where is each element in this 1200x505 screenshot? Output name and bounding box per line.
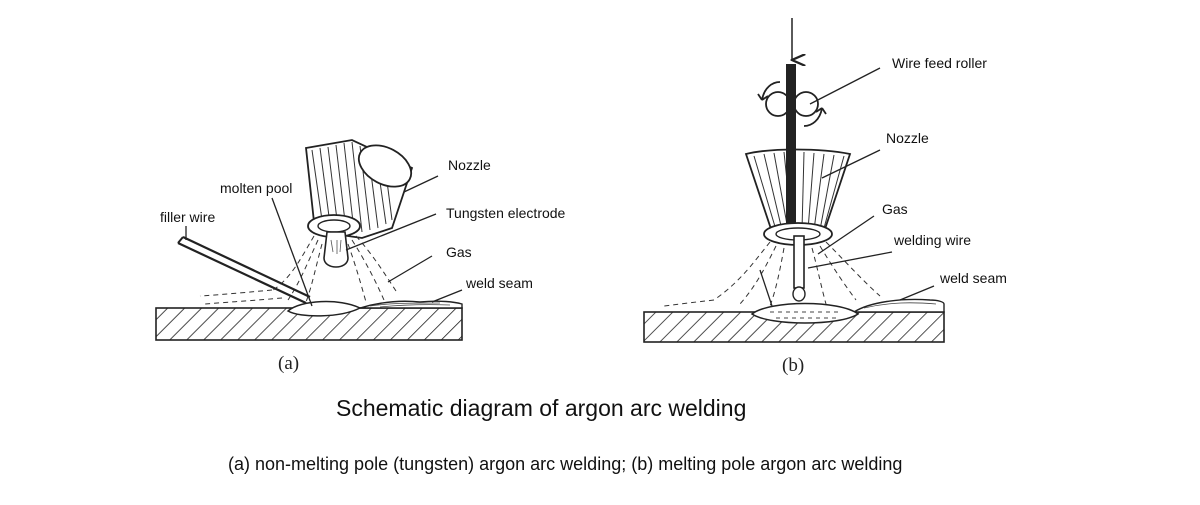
tungsten-electrode-a [323, 231, 349, 268]
diagram-a [155, 139, 463, 341]
leaders-b [759, 67, 935, 307]
diagram-title: Schematic diagram of argon arc welding [336, 395, 747, 421]
diagram-b [643, 18, 945, 343]
nozzle-a [305, 139, 414, 239]
label-nozzle-b: Nozzle [886, 130, 929, 146]
filler-wire-a [177, 236, 311, 304]
welding-wire-upper [786, 64, 796, 156]
label-welding-wire-b: welding wire [894, 232, 972, 248]
diagram-caption: (a) non-melting pole (tungsten) argon ar… [228, 454, 903, 474]
gas-flow-b [663, 241, 881, 307]
base-plate-b [643, 298, 945, 343]
sublabel-a: (a) [278, 353, 300, 374]
label-gas-b: Gas [882, 201, 908, 217]
label-gas-a: Gas [446, 244, 472, 260]
label-filler-wire-a: filler wire [160, 209, 216, 225]
leaders-a [185, 175, 463, 307]
label-molten-pool-a: molten pool [220, 180, 293, 196]
label-weld-seam-b: weld seam [940, 270, 1007, 286]
nozzle-b [744, 148, 852, 246]
label-weld-seam-a: weld seam [466, 275, 533, 291]
welding-wire-lower [792, 235, 806, 302]
label-nozzle-a: Nozzle [448, 157, 491, 173]
sublabel-b: (b) [782, 355, 805, 376]
base-plate-a [155, 300, 463, 341]
label-tungsten-electrode-a: Tungsten electrode [446, 205, 566, 221]
label-wire-feed-roller-b: Wire feed roller [892, 55, 987, 71]
